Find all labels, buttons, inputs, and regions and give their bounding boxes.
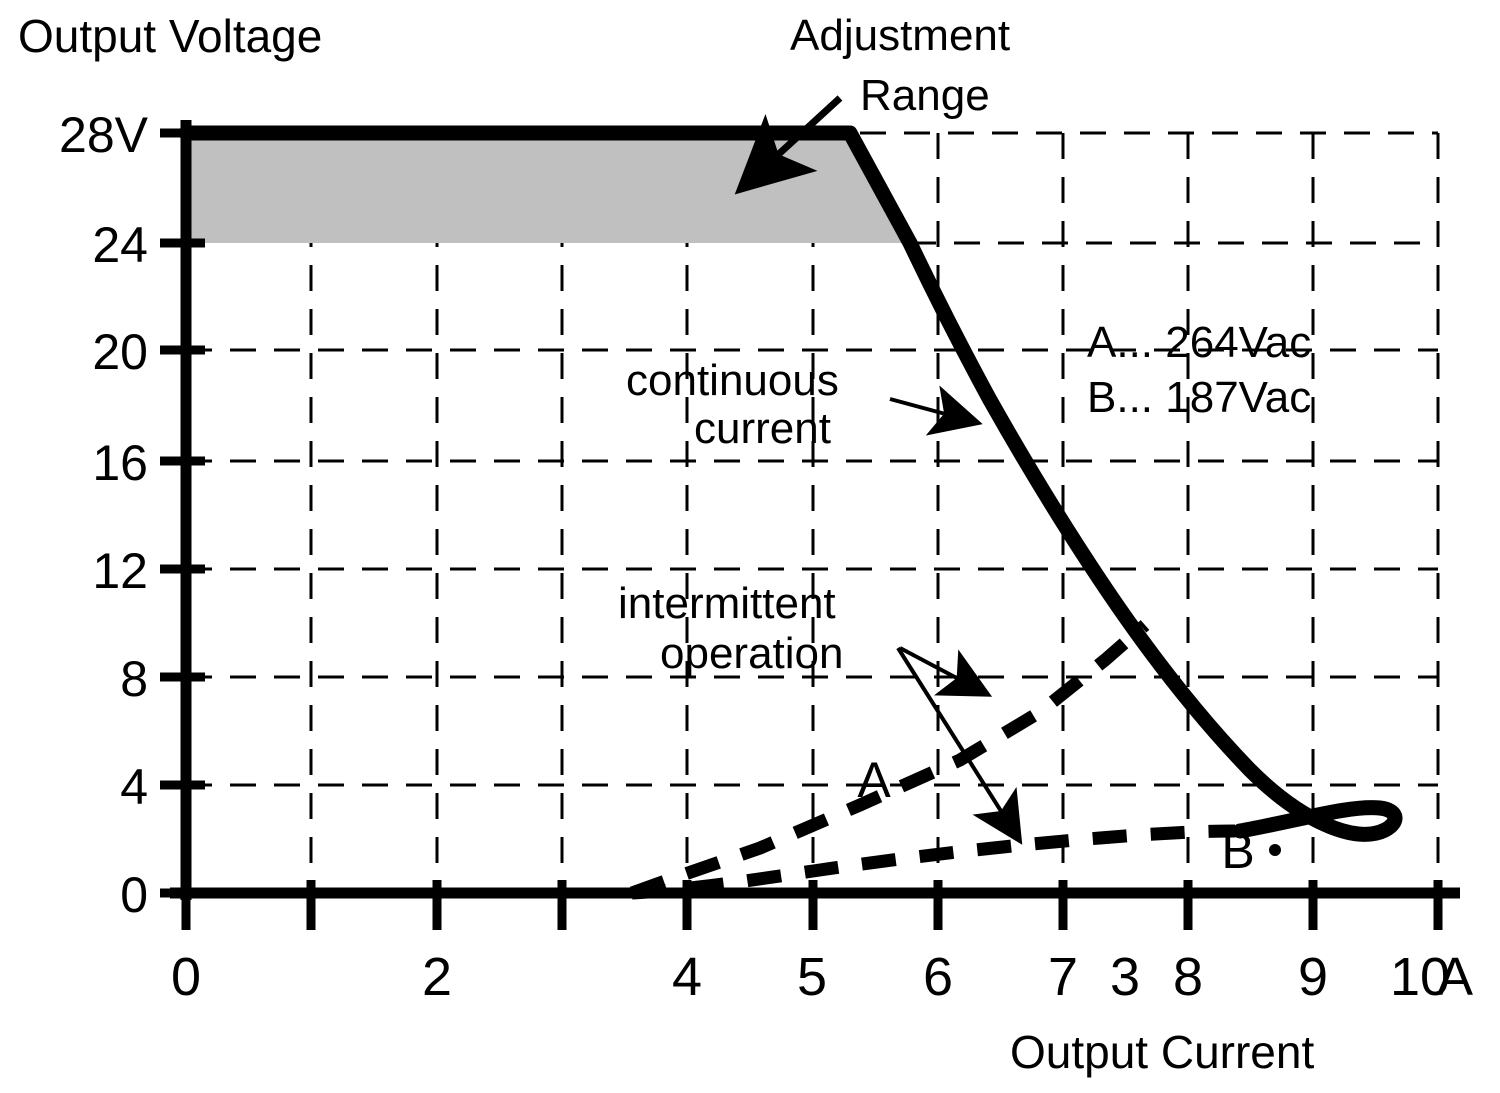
- intermittent-operation-label-line2: operation: [660, 629, 843, 678]
- annotation-adjustment-range: Adjustment Range: [734, 11, 1010, 195]
- x-tick-label-stray-3: 3: [1110, 947, 1140, 1007]
- y-tick-label-16: 16: [92, 435, 148, 491]
- x-tick-label-10: 10: [1390, 947, 1450, 1007]
- legend: A... 264Vac B... 187Vac: [1087, 318, 1311, 422]
- curve-continuous-current: [178, 125, 1403, 842]
- intermittent-arrow-to-a: [899, 646, 993, 697]
- x-tick-label-9: 9: [1298, 947, 1328, 1007]
- curve-a-intermittent-264vac: [629, 620, 1150, 900]
- x-tick-labels: 0 2 4 5 6 7 3 8 9 10 A: [171, 947, 1473, 1007]
- y-tick-label-20: 20: [92, 324, 148, 380]
- y-tick-label-28: 28V: [59, 107, 149, 163]
- intermittent-arrow-to-b: [896, 646, 1023, 845]
- x-tick-label-0: 0: [171, 947, 201, 1007]
- x-tick-label-6: 6: [923, 947, 953, 1007]
- vertical-gridlines: [309, 133, 1440, 893]
- legend-entry-b: B... 187Vac: [1087, 373, 1311, 422]
- y-tick-label-4: 4: [120, 759, 148, 815]
- x-tick-marks: [181, 880, 1443, 930]
- x-axis-unit-ampere: A: [1437, 947, 1473, 1007]
- y-tick-label-0: 0: [120, 867, 148, 923]
- x-tick-label-4: 4: [672, 947, 702, 1007]
- adjustment-range-shaded-area: [186, 133, 910, 243]
- x-tick-label-2: 2: [422, 947, 452, 1007]
- x-tick-label-5: 5: [797, 947, 827, 1007]
- continuous-current-label-line1: continuous: [626, 356, 839, 405]
- legend-entry-a: A... 264Vac: [1087, 318, 1311, 367]
- curve-b-dot: [1269, 844, 1281, 856]
- annotation-continuous-current: continuous current: [626, 356, 983, 453]
- curve-a-letter: A: [857, 752, 891, 808]
- adjustment-range-arrow: [734, 95, 843, 195]
- continuous-current-arrow: [889, 385, 983, 436]
- adjustment-range-label-line1: Adjustment: [790, 11, 1010, 60]
- intermittent-operation-label-line1: intermittent: [618, 579, 836, 628]
- y-tick-labels: 28V 24 20 16 12 8 4 0: [59, 107, 149, 923]
- grid-layer: [186, 131, 1440, 893]
- x-tick-label-7: 7: [1048, 947, 1078, 1007]
- continuous-current-label-line2: current: [694, 404, 831, 453]
- y-tick-label-12: 12: [92, 543, 148, 599]
- annotation-intermittent-operation: intermittent operation: [618, 579, 1023, 845]
- axes-layer: [160, 120, 1460, 930]
- y-tick-marks: [160, 128, 205, 898]
- x-tick-label-8: 8: [1173, 947, 1203, 1007]
- curve-b-intermittent-187vac: [631, 824, 1236, 900]
- y-tick-label-24: 24: [92, 217, 148, 273]
- curve-b-letter: B: [1221, 823, 1254, 879]
- y-tick-label-8: 8: [120, 651, 148, 707]
- x-axis-title: Output Current: [1010, 1026, 1314, 1078]
- y-axis-title: Output Voltage: [18, 10, 322, 62]
- adjustment-range-label-line2: Range: [860, 71, 990, 120]
